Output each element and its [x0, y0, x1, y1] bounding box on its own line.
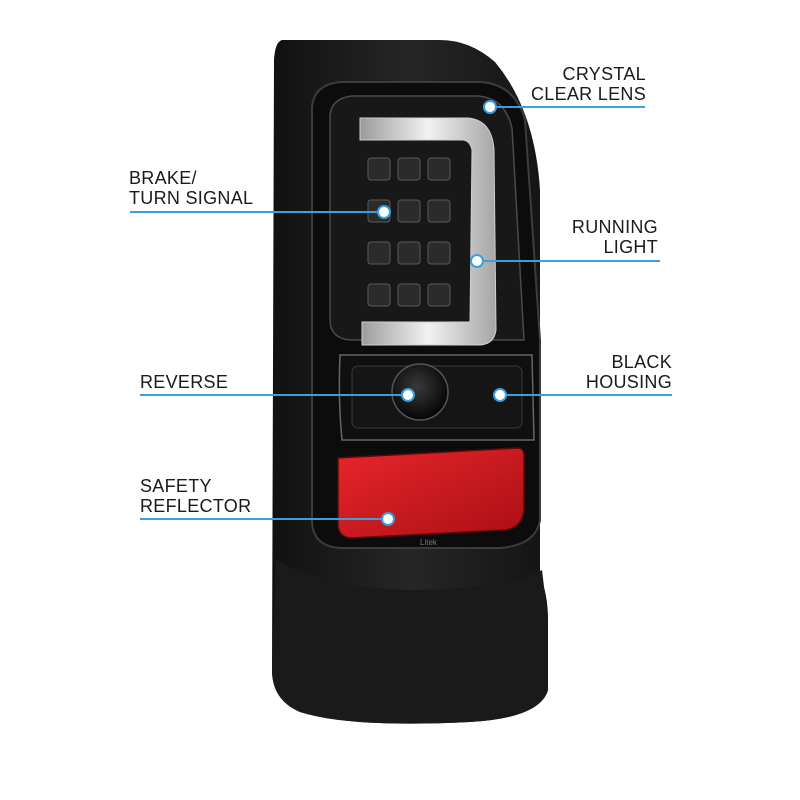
label-line: HOUSING	[585, 372, 672, 392]
label-line: CRYSTAL	[562, 64, 646, 84]
led	[427, 157, 451, 181]
led	[367, 283, 391, 307]
running-light-bar	[359, 117, 497, 346]
label-crystal-clear-lens: CRYSTAL CLEAR LENS	[531, 64, 646, 104]
callout-markers	[377, 100, 507, 526]
label-line: TURN SIGNAL	[129, 188, 254, 208]
marker-running-light	[470, 254, 484, 268]
label-brake-turn-signal: BRAKE/ TURN SIGNAL	[129, 168, 253, 208]
label-line: REVERSE	[140, 372, 229, 392]
label-running-light: RUNNING LIGHT	[572, 217, 658, 257]
label-line: LIGHT	[603, 237, 658, 257]
led-array	[367, 157, 451, 307]
led	[427, 241, 451, 265]
marker-safety-reflector	[381, 512, 395, 526]
label-line: SAFETY	[140, 476, 212, 496]
marker-crystal-clear-lens	[483, 100, 497, 114]
marker-reverse	[401, 388, 415, 402]
housing-lower-section	[272, 560, 548, 724]
marker-black-housing	[493, 388, 507, 402]
led	[397, 241, 421, 265]
led	[427, 283, 451, 307]
label-line: BRAKE/	[129, 168, 197, 188]
brand-mark: Litek	[420, 538, 438, 547]
led	[397, 283, 421, 307]
label-line: CLEAR LENS	[530, 84, 646, 104]
reverse-lamp	[391, 363, 449, 421]
led	[367, 241, 391, 265]
leader-lines	[130, 106, 672, 520]
label-black-housing: BLACK HOUSING	[586, 352, 672, 392]
safety-reflector	[337, 447, 525, 539]
label-line: REFLECTOR	[140, 496, 252, 516]
led	[397, 157, 421, 181]
led	[397, 199, 421, 223]
label-safety-reflector: SAFETY REFLECTOR	[140, 476, 251, 516]
marker-brake-turn-signal	[377, 205, 391, 219]
led	[427, 199, 451, 223]
led	[367, 157, 391, 181]
label-line: BLACK	[611, 352, 672, 372]
label-reverse: REVERSE	[140, 372, 228, 392]
label-line: RUNNING	[571, 217, 658, 237]
